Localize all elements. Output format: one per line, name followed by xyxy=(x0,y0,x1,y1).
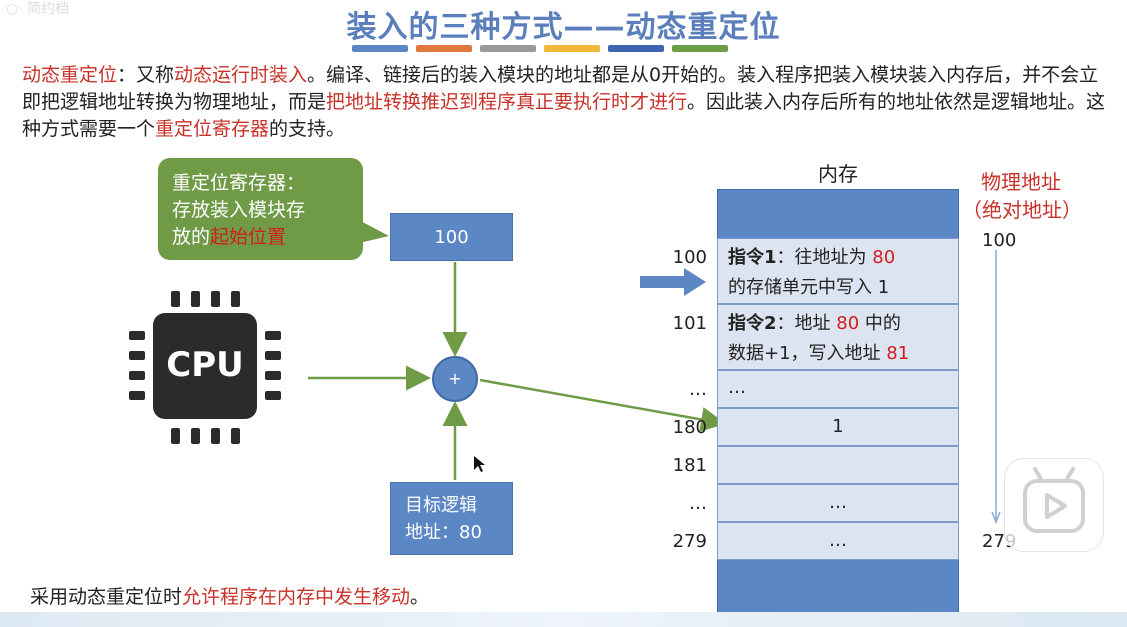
description-paragraph: 动态重定位：又称动态运行时装入。编译、链接后的装入模块的地址都是从0开始的。装入… xyxy=(22,62,1112,143)
title-bar-4 xyxy=(544,45,600,52)
paragraph-segment: 把地址转换推迟到程序真正要执行时才进行 xyxy=(326,91,688,113)
page-title: 装入的三种方式——动态重定位 xyxy=(346,10,781,45)
paragraph-segment: 动态重定位 xyxy=(22,64,118,86)
paragraph-segment: 动态运行时装入 xyxy=(174,64,308,86)
logical-address-line-2: 地址：80 xyxy=(405,522,482,543)
adder-to-memory-arrow xyxy=(479,378,726,432)
cpu-icon xyxy=(129,291,281,444)
memory-cell-instruction-2: 指令2：地址 80 中的数据+1，写入地址 81 xyxy=(717,304,959,370)
watermark-logo: ○· 简约档 xyxy=(6,1,70,17)
memory-cell-180: 1 xyxy=(717,408,959,446)
logical-address-box: 目标逻辑 地址：80 xyxy=(390,482,513,555)
play-icon xyxy=(1023,467,1085,533)
title-bar-6 xyxy=(672,45,728,52)
mem-addr-101: 101 xyxy=(672,313,707,334)
title-color-bars xyxy=(352,45,728,52)
title-bar-1 xyxy=(352,45,408,52)
logical-address-line-1: 目标逻辑 xyxy=(405,495,477,516)
mem-addr-ellipsis-2: … xyxy=(689,493,707,514)
absolute-address-title: （绝对地址） xyxy=(962,198,1082,222)
paragraph-segment: 。因此装入内存后所有的地址依然是逻辑地址。这种方式需要一个 xyxy=(22,91,1106,140)
paragraph-segment: 重定位寄存器 xyxy=(155,118,270,140)
video-play-overlay[interactable] xyxy=(1004,458,1104,552)
paragraph-segment: 。编译、链接后的装入模块的地址都是从0开始的。装入程序把装入模块装入内存后，并不… xyxy=(22,64,1099,113)
memory-title: 内存 xyxy=(818,162,858,186)
title-bar-2 xyxy=(416,45,472,52)
memory-cell-181 xyxy=(717,446,959,484)
physical-address-title: 物理地址 xyxy=(981,170,1061,194)
pc-pointer-arrow xyxy=(640,268,706,296)
mem-addr-180: 180 xyxy=(672,417,707,438)
memory-cell-ellipsis-1: … xyxy=(717,370,959,408)
callout-pointer xyxy=(355,218,389,244)
paragraph-segment: 的支持。 xyxy=(269,118,346,140)
callout-line-3: 放的起始位置 xyxy=(172,226,287,248)
physical-address-heading: 物理地址 （绝对地址） xyxy=(962,168,1082,224)
mem-addr-181: 181 xyxy=(672,455,707,476)
callout-line-2: 存放装入模块存 xyxy=(172,199,306,221)
memory-cell-ellipsis-2: … xyxy=(717,484,959,522)
bottom-decor-band xyxy=(0,612,1127,627)
callout-line-1: 重定位寄存器： xyxy=(172,172,306,194)
mem-addr-100: 100 xyxy=(672,247,707,268)
title-bar-5 xyxy=(608,45,664,52)
memory-cell-279: … xyxy=(717,522,959,560)
paragraph-segment: ：又称 xyxy=(117,64,175,86)
relocation-register-callout: 重定位寄存器： 存放装入模块存 放的起始位置 xyxy=(158,158,363,260)
relocation-register-box: 100 xyxy=(390,213,513,261)
mouse-cursor-icon xyxy=(474,456,485,472)
footer-note: 采用动态重定位时允许程序在内存中发生移动。 xyxy=(30,586,430,608)
cpu-label: CPU xyxy=(166,345,244,385)
mem-addr-ellipsis-1: … xyxy=(689,379,707,400)
physical-address-start: 100 xyxy=(982,230,1017,251)
adder-circle: + xyxy=(432,356,478,402)
mem-addr-279: 279 xyxy=(672,531,707,552)
title-bar-3 xyxy=(480,45,536,52)
